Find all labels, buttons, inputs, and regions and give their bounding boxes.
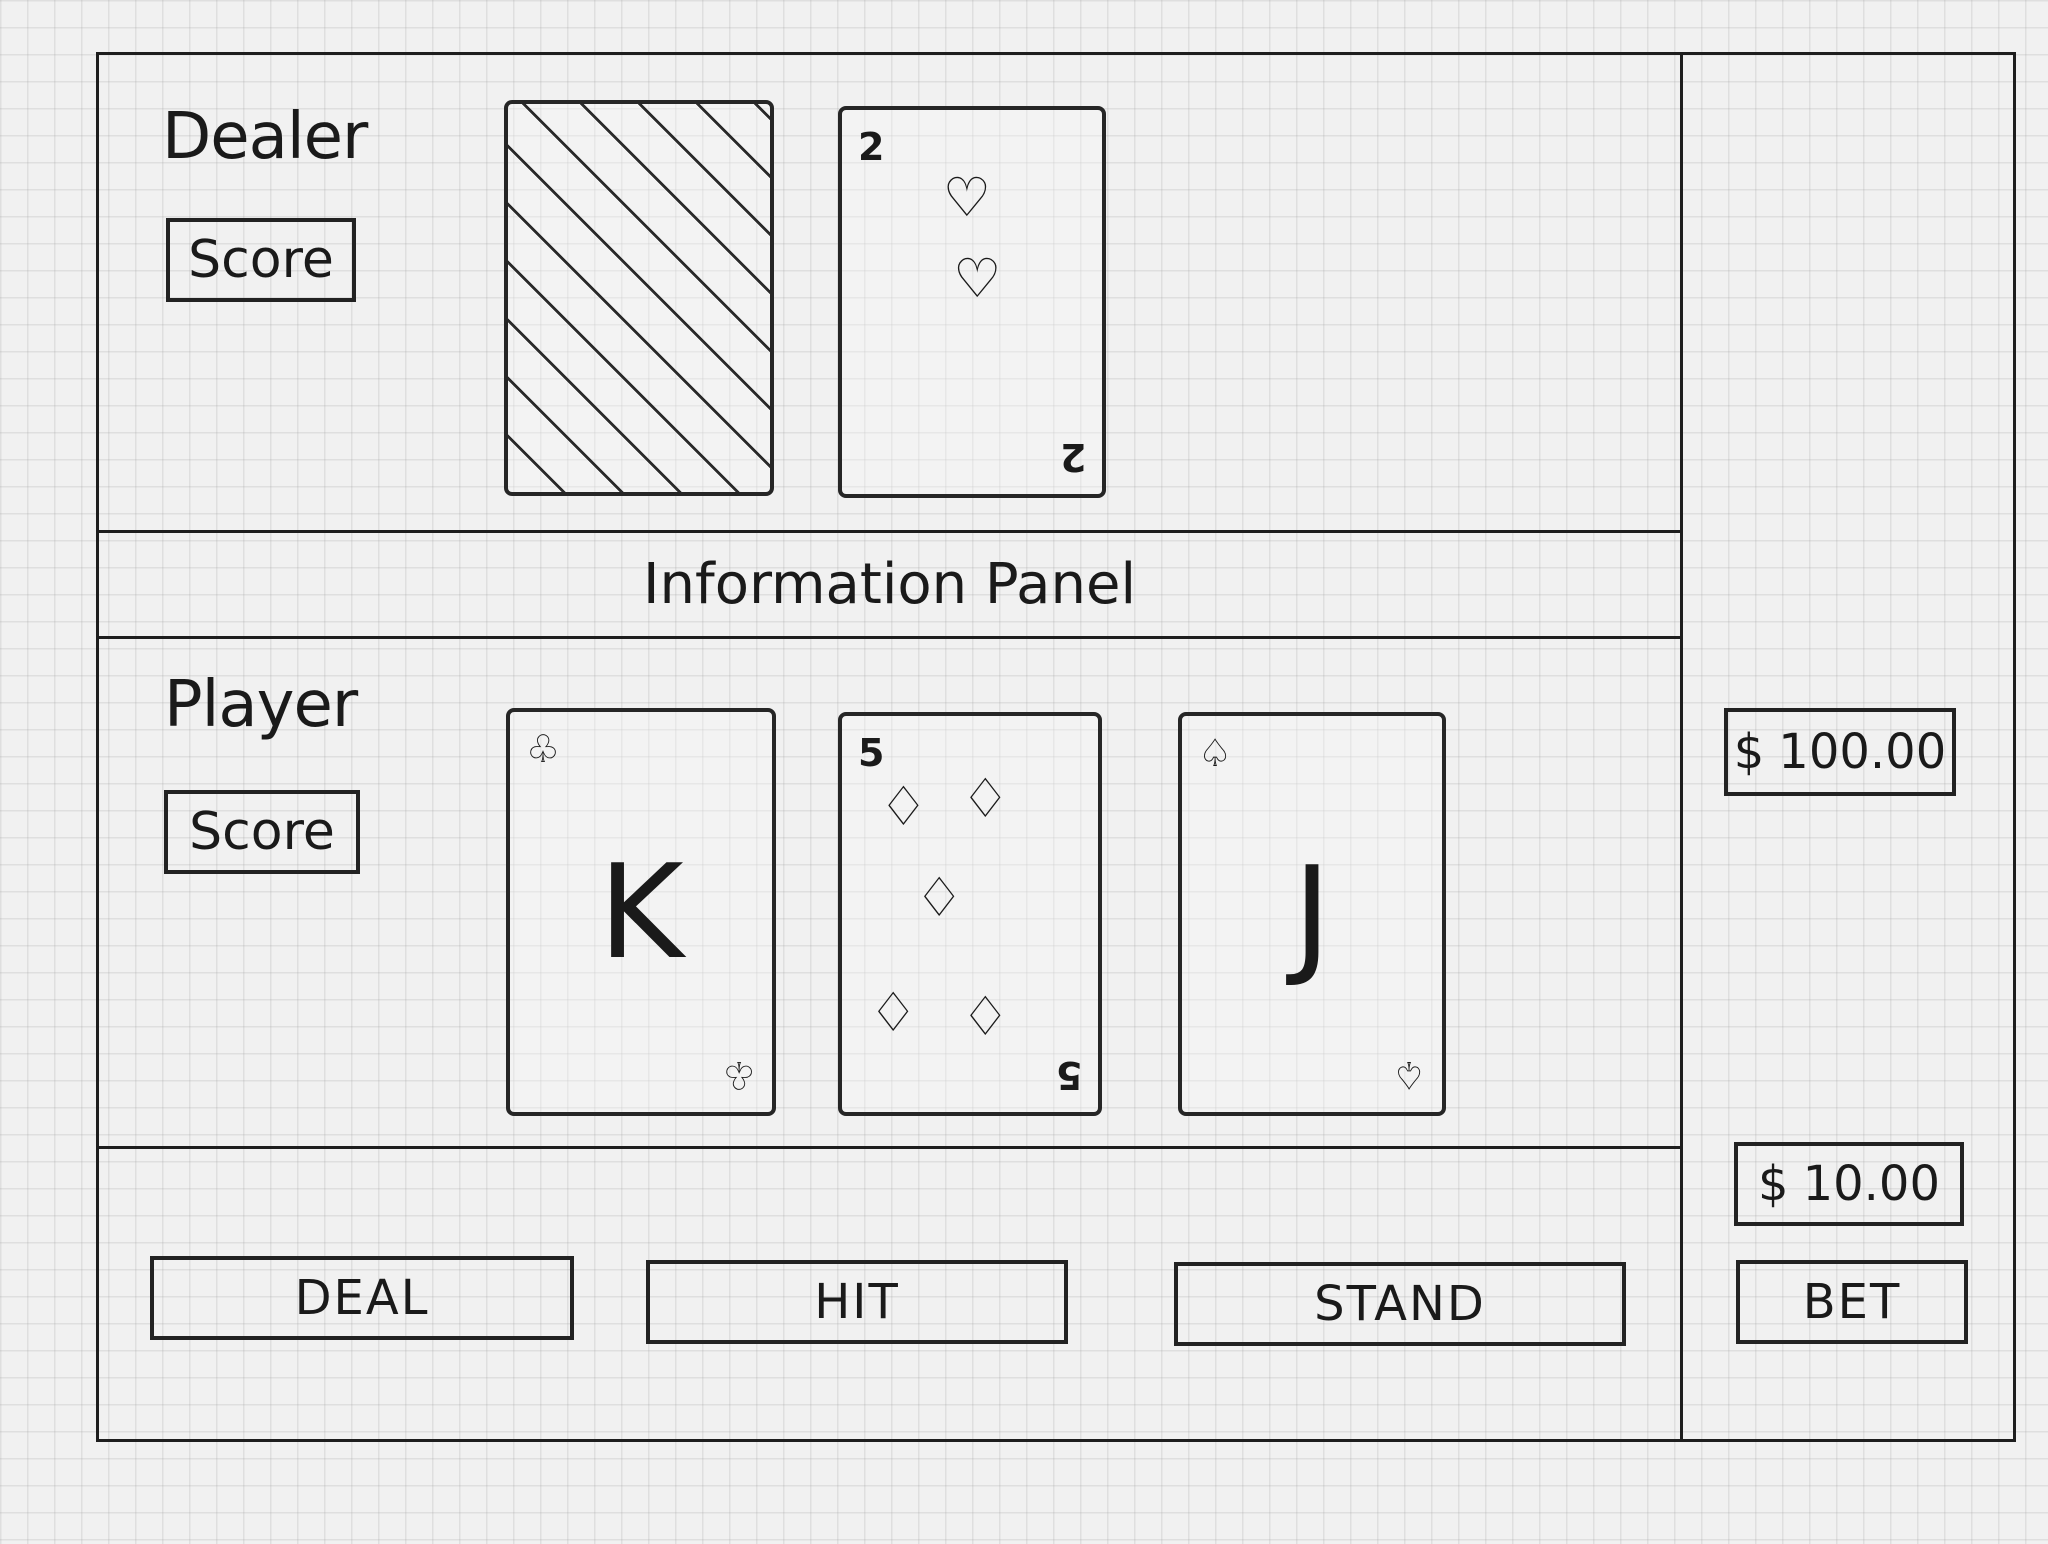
card-rank-face: K — [598, 836, 684, 988]
diamond-icon: ♢ — [915, 866, 964, 930]
bankroll-value: 100.00 — [1778, 724, 1947, 780]
diamond-icon: ♢ — [961, 984, 1010, 1048]
card-rank-bottom: 2 — [1059, 435, 1086, 479]
dealer-card-2-hearts: 2 ♡ ♡ 2 — [838, 106, 1106, 498]
dollar-icon: $ — [1733, 724, 1765, 780]
bet-amount-field[interactable]: $ 10.00 — [1734, 1142, 1964, 1226]
dealer-score-box: Score — [166, 218, 356, 302]
information-panel: Information Panel — [642, 552, 1137, 617]
card-rank-face: J — [1292, 838, 1332, 990]
dollar-icon: $ — [1758, 1156, 1789, 1212]
bankroll-display: $ 100.00 — [1724, 708, 1956, 796]
diamond-icon: ♢ — [868, 981, 918, 1044]
spade-icon: ♤ — [1391, 1053, 1426, 1097]
dealer-section-divider — [96, 530, 1683, 533]
game-window-frame — [96, 52, 2016, 1442]
card-rank-bottom: 5 — [1055, 1053, 1082, 1097]
club-icon: ♧ — [721, 1053, 756, 1097]
player-card-k-clubs: ♧ K ♧ — [506, 708, 776, 1116]
bet-amount-value: 10.00 — [1802, 1156, 1940, 1212]
player-card-j-spades: ♤ J ♤ — [1178, 712, 1446, 1116]
player-section-divider — [96, 1146, 1683, 1149]
sidebar-divider — [1680, 52, 1683, 1442]
bet-button[interactable]: BET — [1736, 1260, 1968, 1344]
card-rank-top: 5 — [858, 731, 885, 775]
heart-icon: ♡ — [942, 166, 992, 230]
club-icon: ♧ — [526, 727, 561, 771]
info-panel-divider — [96, 636, 1683, 639]
diamond-icon: ♢ — [879, 775, 928, 839]
card-rank-top: 2 — [858, 125, 885, 169]
stand-button[interactable]: STAND — [1174, 1262, 1626, 1346]
diamond-icon: ♢ — [961, 767, 1010, 831]
player-label: Player — [164, 668, 358, 742]
hit-button[interactable]: HIT — [646, 1260, 1068, 1344]
dealer-card-face-down — [504, 100, 774, 496]
player-score-box: Score — [164, 790, 360, 874]
dealer-label: Dealer — [162, 100, 368, 174]
player-card-5-diamonds: 5 ♢ ♢ ♢ ♢ ♢ 5 — [838, 712, 1102, 1116]
spade-icon: ♤ — [1198, 731, 1233, 775]
deal-button[interactable]: DEAL — [150, 1256, 574, 1340]
heart-icon: ♡ — [952, 246, 1002, 310]
